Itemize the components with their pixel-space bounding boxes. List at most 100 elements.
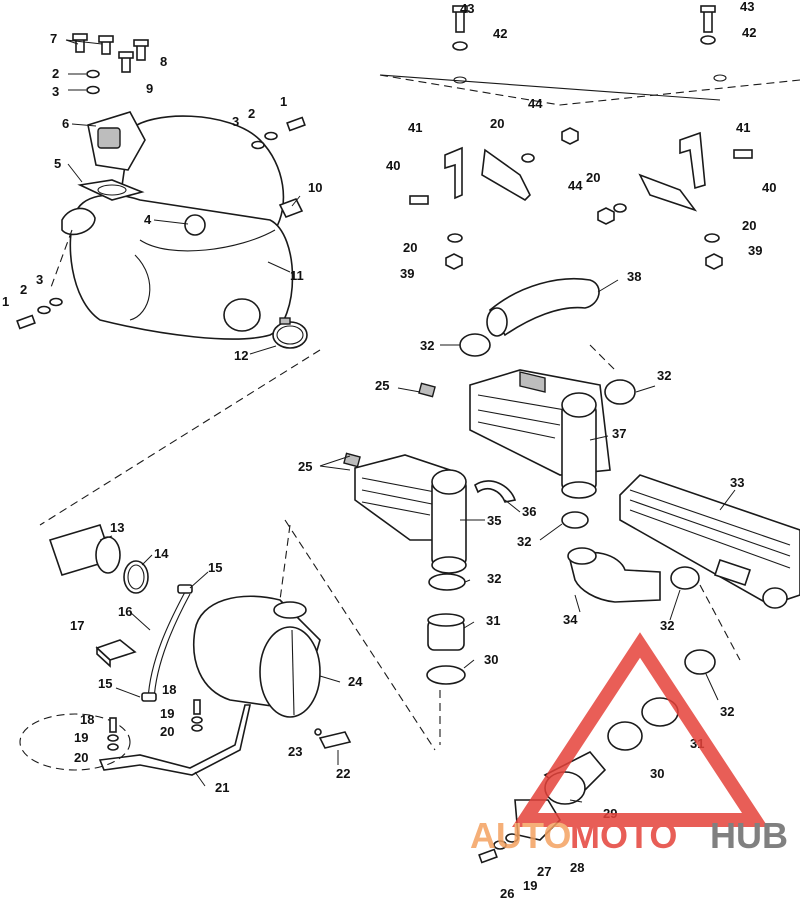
callout: 20 (490, 116, 504, 131)
hardware-18-19-20 (107, 699, 203, 751)
watermark-triangle (512, 632, 768, 827)
callout: 14 (154, 546, 169, 561)
callout: 42 (742, 25, 756, 40)
watermark-moto: MOTO (570, 815, 677, 856)
callout: 20 (586, 170, 600, 185)
callout: 41 (408, 120, 422, 135)
mounting-brackets (379, 5, 800, 270)
callout-labels: 43 42 43 42 7 8 2 9 3 6 1 2 3 5 4 10 11 … (2, 0, 776, 900)
callout: 31 (486, 613, 500, 628)
callout: 32 (660, 618, 674, 633)
exhaust-tank-33 (619, 474, 800, 609)
callout: 8 (160, 54, 167, 69)
callout: 42 (493, 26, 507, 41)
callout: 32 (517, 534, 531, 549)
clamp-14 (123, 560, 149, 594)
callout: 43 (740, 0, 754, 14)
callout: 39 (400, 266, 414, 281)
callout: 40 (762, 180, 776, 195)
callout: 22 (336, 766, 350, 781)
callout: 24 (348, 674, 363, 689)
callout: 3 (232, 114, 239, 129)
callout: 32 (720, 704, 734, 719)
exhaust-manifold-assembly (61, 111, 304, 340)
callout: 36 (522, 504, 536, 519)
leader-lines (65, 39, 736, 803)
callout: 6 (62, 116, 69, 131)
callout: 11 (290, 268, 304, 283)
bracket-21 (19, 704, 251, 776)
callout: 32 (420, 338, 434, 353)
callout: 20 (160, 724, 174, 739)
callout: 25 (298, 459, 312, 474)
callout: 33 (730, 475, 744, 490)
callout: 44 (528, 96, 543, 111)
callout: 10 (308, 180, 322, 195)
callout: 2 (20, 282, 27, 297)
elbow-hose-34 (567, 547, 661, 603)
callout: 17 (70, 618, 84, 633)
callout: 18 (80, 712, 94, 727)
callout: 20 (74, 750, 88, 765)
pipe-13 (48, 524, 121, 576)
pad-17 (95, 639, 137, 668)
resonator-24 (193, 595, 321, 718)
callout: 21 (215, 780, 229, 795)
watermark-hub: HUB (710, 815, 788, 856)
callout: 25 (375, 378, 389, 393)
callout: 44 (568, 178, 583, 193)
callout: 19 (523, 878, 537, 893)
callout: 27 (537, 864, 551, 879)
waterbox-35 (343, 452, 467, 574)
callout: 12 (234, 348, 248, 363)
coupler-31-clamp-30 (426, 613, 466, 685)
hose-clamps-32-middle (428, 511, 716, 675)
callout: 32 (657, 368, 671, 383)
callout: 34 (563, 612, 578, 627)
hose-38 (486, 277, 600, 337)
callout: 30 (650, 766, 664, 781)
callout: 1 (2, 294, 9, 309)
callout: 30 (484, 652, 498, 667)
strap-16 (141, 584, 193, 702)
callout: 7 (50, 31, 57, 46)
callout: 23 (288, 744, 302, 759)
callout: 32 (487, 571, 501, 586)
watermark-auto: AUTO (470, 815, 571, 856)
callout: 20 (403, 240, 417, 255)
callout: 28 (570, 860, 584, 875)
callout: 16 (118, 604, 132, 619)
bolts-washers-topleft (16, 33, 306, 330)
gasket-5 (77, 179, 145, 201)
callout: 5 (54, 156, 61, 171)
callout: 2 (248, 106, 255, 121)
callout: 3 (52, 84, 59, 99)
callout: 1 (280, 94, 287, 109)
waterbox-37 (418, 369, 611, 499)
callout: 26 (500, 886, 514, 900)
callout: 40 (386, 158, 400, 173)
callout: 15 (208, 560, 222, 575)
callout: 35 (487, 513, 501, 528)
callout: 2 (52, 66, 59, 81)
callout: 19 (160, 706, 174, 721)
hose-36 (474, 480, 517, 503)
callout: 4 (144, 212, 152, 227)
callout: 19 (74, 730, 88, 745)
hose-clamp-12 (272, 317, 308, 349)
callout: 13 (110, 520, 124, 535)
clip-22-23 (314, 728, 352, 749)
callout: 39 (748, 243, 762, 258)
callout: 38 (627, 269, 641, 284)
watermark-logo: AUTO MOTO HUB (470, 632, 788, 856)
callout: 41 (736, 120, 750, 135)
callout: 9 (146, 81, 153, 96)
callout: 3 (36, 272, 43, 287)
callout: 15 (98, 676, 112, 691)
callout: 37 (612, 426, 626, 441)
callout: 18 (162, 682, 176, 697)
callout: 43 (460, 1, 474, 16)
callout: 20 (742, 218, 756, 233)
